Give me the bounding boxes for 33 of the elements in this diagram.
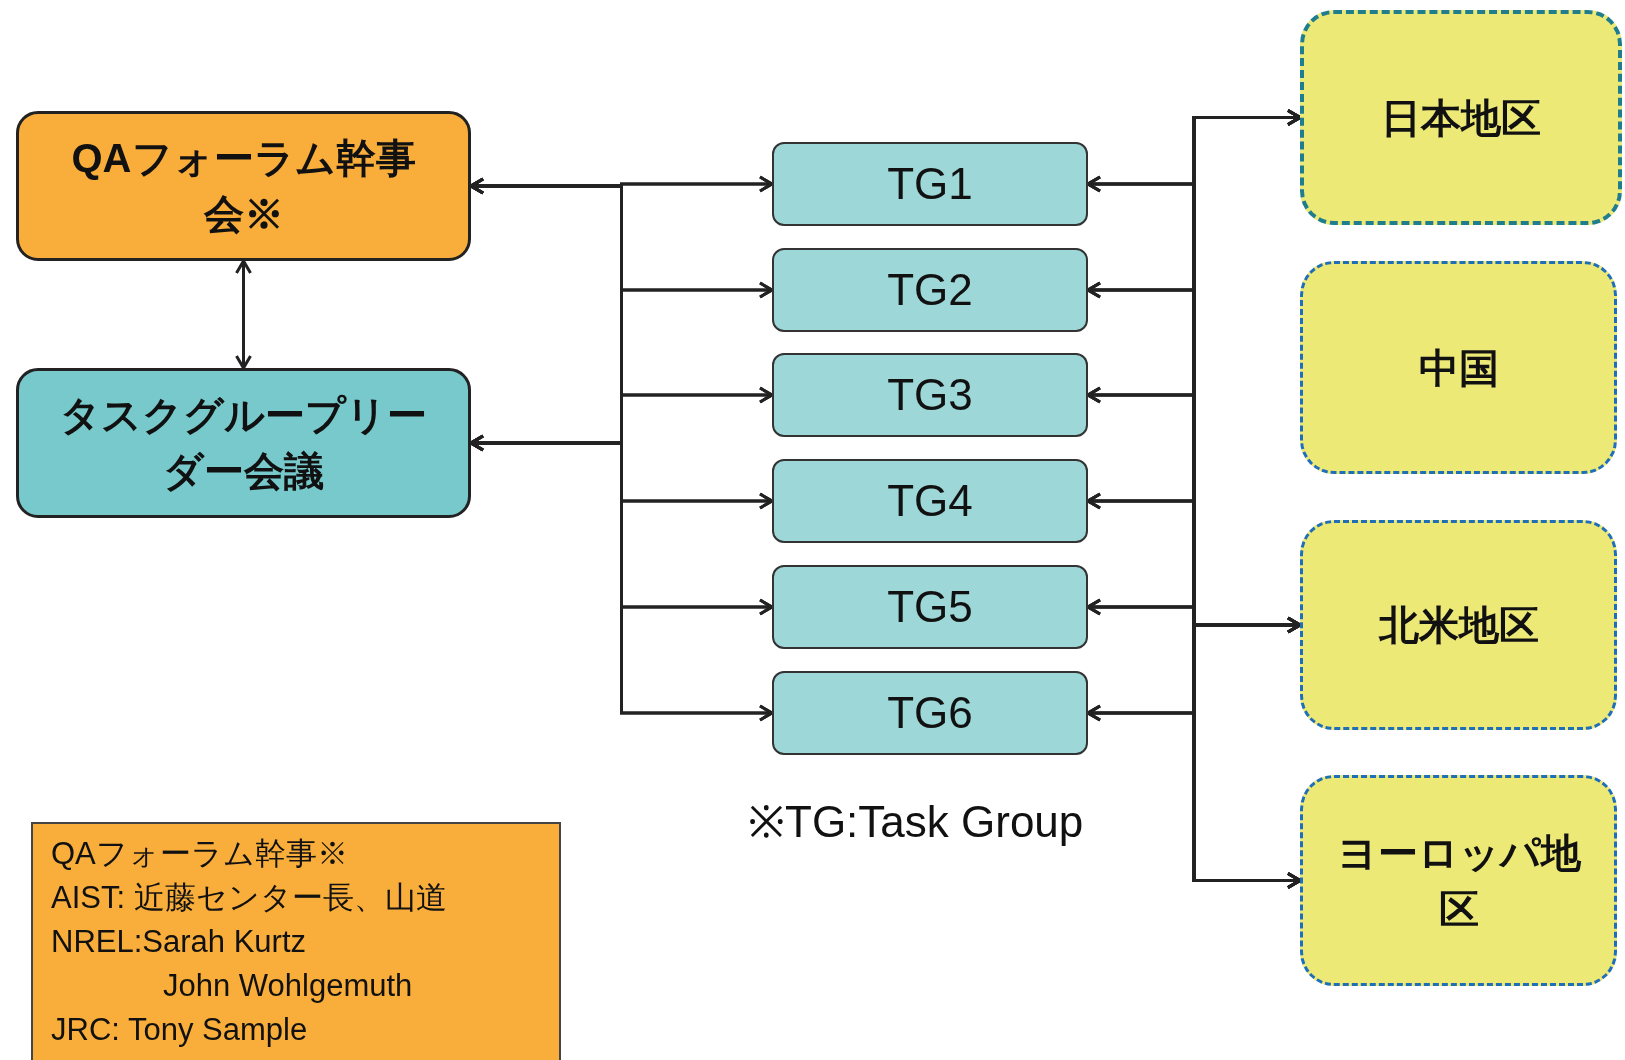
box-label: TG3 — [887, 370, 973, 420]
box-label: 中国 — [1418, 344, 1499, 392]
task-group-box — [772, 353, 1088, 437]
box-label: TG4 — [887, 476, 973, 526]
region-box — [1300, 10, 1622, 225]
box-label: 北米地区 — [1378, 602, 1539, 649]
region-box — [1300, 520, 1617, 730]
task-group-box — [772, 459, 1088, 543]
region-box — [1300, 261, 1617, 474]
task-group-box — [772, 565, 1088, 649]
box-label: TG6 — [887, 688, 973, 738]
box-label: TG5 — [887, 582, 973, 632]
box-label: TG1 — [887, 159, 973, 209]
process-box — [16, 368, 471, 518]
arrow — [1086, 704, 1302, 889]
box-label: ヨーロッパ地区 — [1335, 829, 1582, 933]
task-group-box — [772, 671, 1088, 755]
member-line: QAフォーラム幹事※ — [51, 835, 348, 873]
box-label: 日本地区 — [1381, 94, 1541, 142]
member-line: NREL:Sarah Kurtz — [51, 923, 306, 961]
region-box — [1300, 775, 1617, 986]
member-line: JRC: Tony Sample — [51, 1011, 308, 1049]
member-line: John Wohlgemuth — [162, 967, 413, 1005]
box-label: TG2 — [887, 265, 973, 315]
note-text: ※TG:Task Group — [748, 796, 1084, 848]
member-box — [31, 822, 561, 1060]
arrow — [235, 259, 252, 370]
box-label: QAフォーラム幹事会※ — [70, 135, 417, 238]
member-line: AIST: 近藤センター長、山道 — [51, 879, 447, 917]
task-group-box — [772, 248, 1088, 332]
process-box — [16, 111, 471, 261]
task-group-box — [772, 142, 1088, 226]
box-label: タスクグループリーダー会議 — [59, 392, 428, 495]
